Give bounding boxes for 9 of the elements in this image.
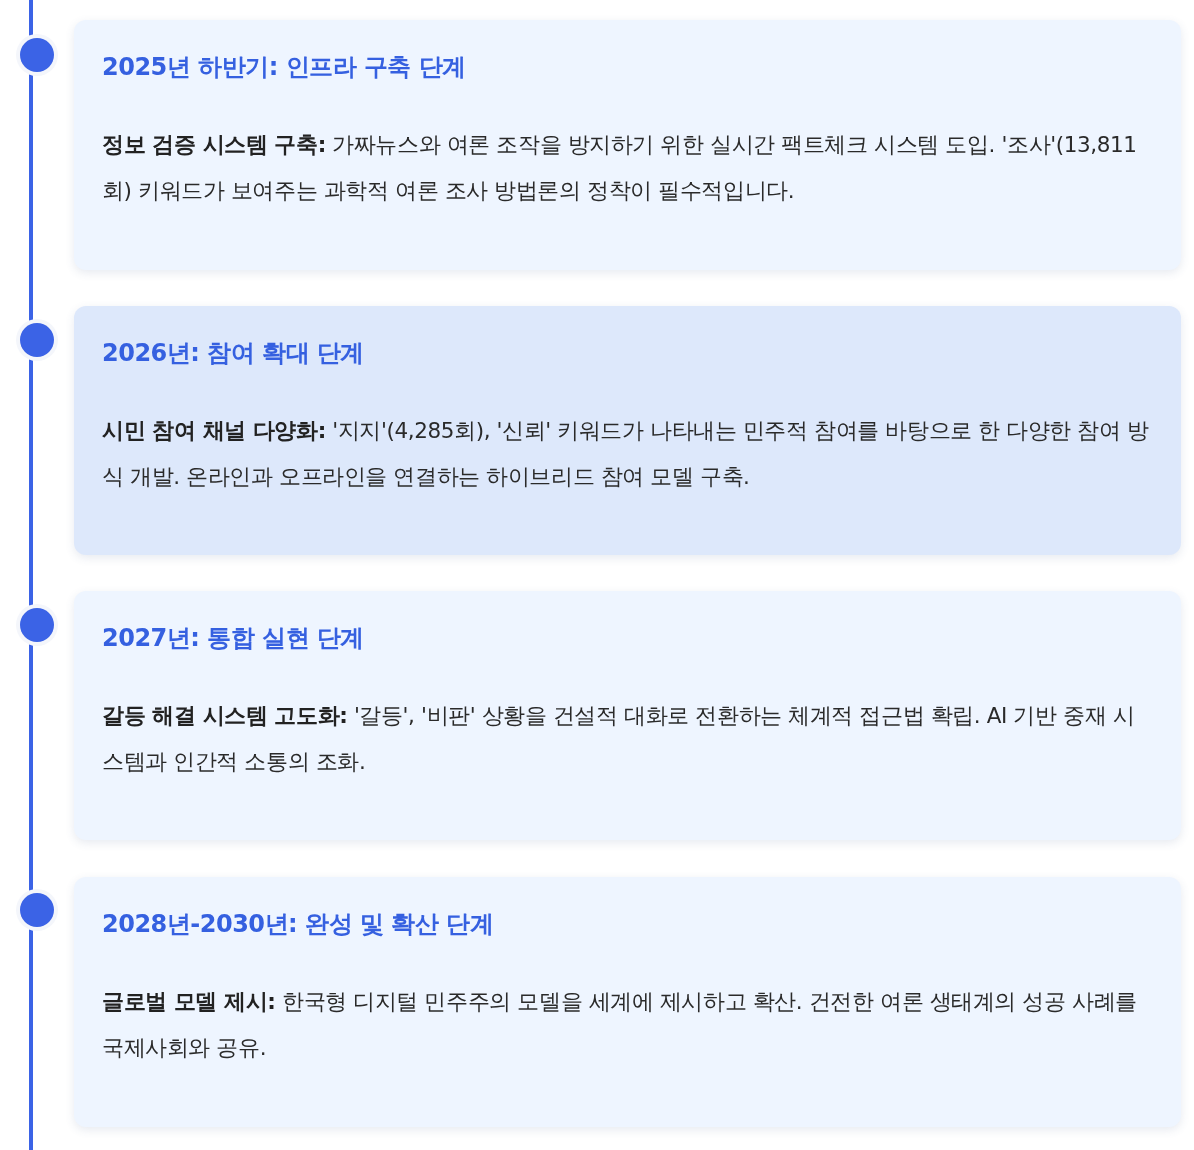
- phase-description: 정보 검증 시스템 구축: 가짜뉴스와 여론 조작을 방지하기 위한 실시간 팩트체크 시스템 도입. '조사'(13,811회) 키워드가 보여주는 과학적 여론 조사 방법론의 정착이 필수적입니다.: [102, 131, 1138, 205]
- phase-description: 갈등 해결 시스템 고도화: '갈등', '비판' 상황을 건설적 대화로 전환하는 체계적 접근법 확립. AI 기반 중재 시스템과 인간적 소통의 조화.: [102, 702, 1136, 776]
- phase-card: [74, 306, 1181, 555]
- phase-heading: 2028년-2030년: 완성 및 확산 단계: [102, 909, 495, 940]
- phase-description: 시민 참여 채널 다양화: '지지'(4,285회), '신뢰' 키워드가 나타내는 민주적 참여를 바탕으로 한 다양한 참여 방식 개발. 온라인과 오프라인을 연결하는 하이브리드 참여 모델 구축.: [102, 417, 1150, 491]
- phase-description: 글로벌 모델 제시: 한국형 디지털 민주주의 모델을 세계에 제시하고 확산. 건전한 여론 생태계의 성공 사례를 국제사회와 공유.: [102, 988, 1138, 1062]
- phase-heading: 2027년: 통합 실현 단계: [102, 623, 365, 654]
- phase-heading: 2025년 하반기: 인프라 구축 단계: [102, 52, 467, 83]
- phase-heading: 2026년: 참여 확대 단계: [102, 338, 365, 369]
